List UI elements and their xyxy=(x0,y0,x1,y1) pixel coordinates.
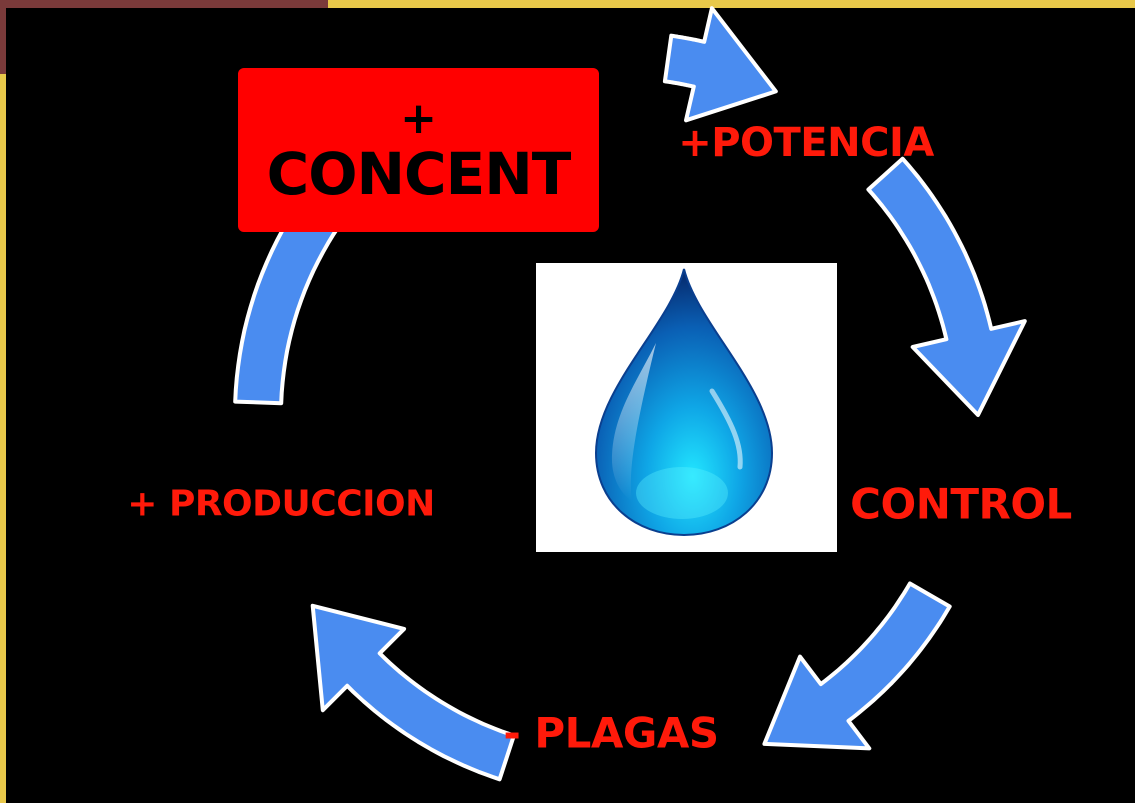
concentration-label: CONCENT xyxy=(266,140,572,208)
arrow-potencia-to-control xyxy=(866,156,1027,417)
concentration-plus-sign: + xyxy=(400,93,437,144)
arrow-plagas-to-produccion xyxy=(310,603,516,782)
top-border-gold xyxy=(328,0,1135,8)
plagas-label: - PLAGAS xyxy=(503,708,719,758)
water-drop-icon xyxy=(594,268,774,537)
potencia-label: +POTENCIA xyxy=(678,120,934,166)
left-border-gold xyxy=(0,74,6,803)
produccion-label: + PRODUCCION xyxy=(127,483,435,525)
control-label: CONTROL xyxy=(850,479,1072,529)
arrow-concent-to-potencia xyxy=(662,6,778,123)
water-drop-panel xyxy=(536,263,837,552)
concentration-box: + CONCENT xyxy=(238,68,599,232)
arrow-control-to-plagas xyxy=(762,581,952,751)
